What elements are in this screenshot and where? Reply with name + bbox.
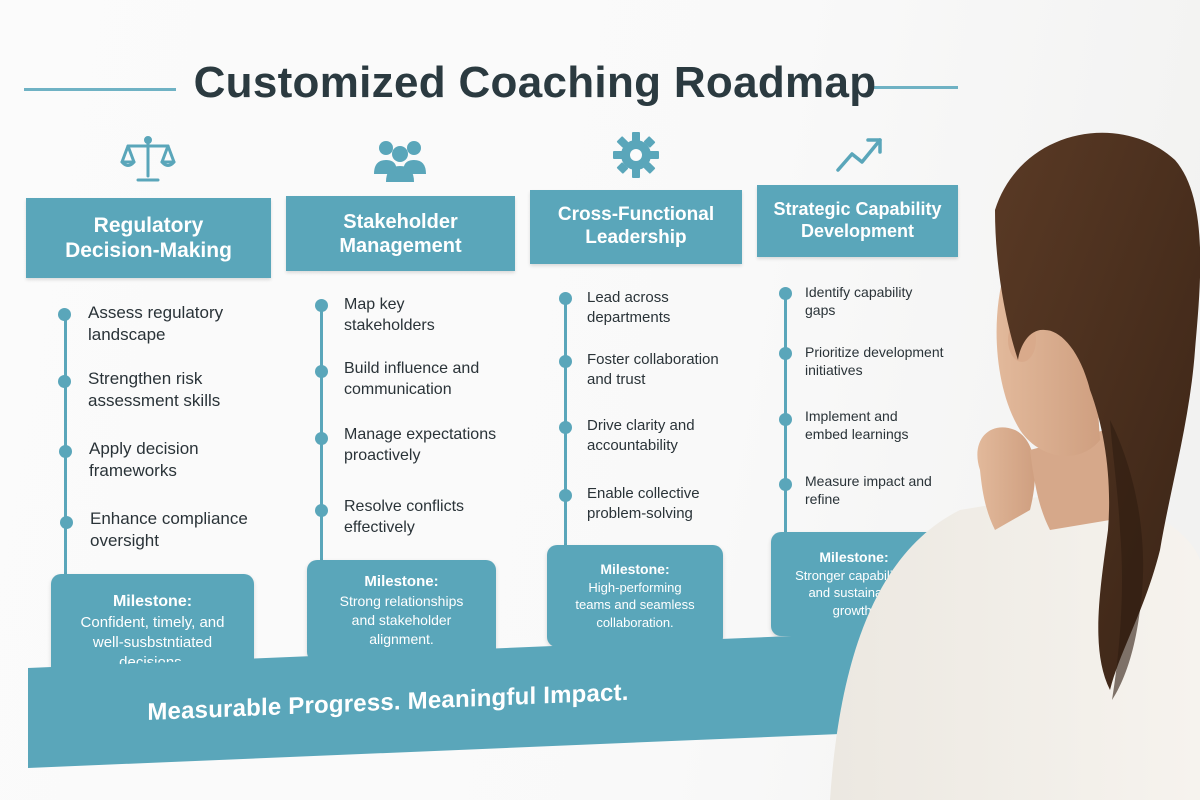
column-title-line: Stakeholder — [343, 210, 458, 233]
people-icon — [374, 141, 426, 182]
column-title-line: Regulatory — [93, 213, 204, 237]
column-header-strategic: Strategic Capability Development — [757, 185, 958, 257]
column-header-cross-functional: Cross-Functional Leadership — [530, 190, 742, 264]
timeline-dot — [315, 432, 328, 445]
title-rule-right — [868, 86, 958, 89]
poster-title: Customized Coaching Roadmap — [193, 58, 877, 107]
timeline-dot — [58, 308, 71, 321]
column-title-line: Decision-Making — [65, 239, 232, 262]
column-header-stakeholder: Stakeholder Management — [286, 196, 515, 271]
timeline-dot — [60, 516, 73, 529]
scales-icon — [120, 136, 176, 182]
milestone-card: Milestone: Strong relationships and stak… — [307, 560, 496, 662]
timeline-dot — [779, 347, 792, 360]
footer-tagline: Measurable Progress. Meaningful Impact. — [147, 678, 629, 726]
column-header-regulatory: Regulatory Decision-Making — [26, 198, 271, 278]
column-title-line: Development — [800, 221, 914, 241]
column-title-line: Leadership — [585, 227, 687, 248]
timeline-dot — [559, 489, 572, 502]
timeline-dot — [559, 355, 572, 368]
timeline-dot — [315, 504, 328, 517]
timeline-dot — [315, 365, 328, 378]
timeline-dot — [779, 413, 792, 426]
timeline-dot — [559, 421, 572, 434]
milestone-card: Milestone: High-performing teams and sea… — [547, 545, 723, 647]
milestone-label: Milestone: — [819, 548, 889, 565]
title-rule-left — [24, 88, 176, 91]
timeline-dot — [59, 445, 72, 458]
column-title-line: Cross-Functional — [557, 204, 715, 226]
milestone-label: Milestone: — [600, 560, 670, 577]
person-viewer — [830, 132, 1200, 800]
column-title-line: Strategic Capability — [773, 199, 942, 220]
trend-up-icon — [836, 138, 882, 172]
column-title-line: Management — [339, 234, 462, 257]
milestone-label: Milestone: — [364, 573, 439, 591]
timeline-dot — [779, 478, 792, 491]
timeline-dot — [779, 287, 792, 300]
milestone-label: Milestone: — [112, 592, 193, 610]
timeline-dot — [559, 292, 572, 305]
timeline-dot — [58, 375, 71, 388]
gear-icon — [613, 132, 659, 178]
timeline-dot — [315, 299, 328, 312]
